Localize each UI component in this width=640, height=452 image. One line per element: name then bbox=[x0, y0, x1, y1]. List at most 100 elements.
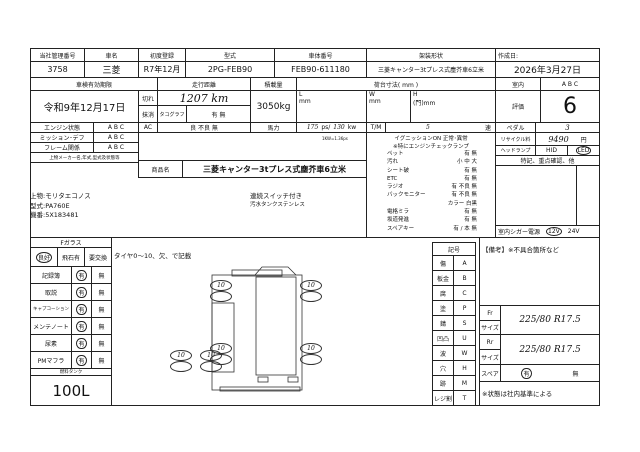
equipment-value: 有 不良 無 bbox=[451, 192, 478, 199]
doc-yes: 有 bbox=[71, 300, 92, 318]
kire-label: 切れ bbox=[138, 90, 158, 106]
fr-tire-size: 225/80 R17.5 bbox=[500, 305, 600, 335]
equipment-item: 電格ミラ有 無 bbox=[371, 208, 491, 216]
symbol-name: 穴 bbox=[432, 360, 454, 376]
fr-label: Fr bbox=[479, 305, 501, 321]
maker-label: 車名 bbox=[84, 48, 139, 62]
ac-label: AC bbox=[138, 122, 158, 133]
equipment-value: 有 不良 無 bbox=[451, 184, 478, 191]
mgmt-no: 3758 bbox=[30, 61, 85, 78]
tacho-label: タコグラフ bbox=[157, 105, 187, 123]
equipment-value: カラー 白黒 bbox=[447, 200, 477, 207]
product-name: 三菱キャンター3tプレス式塵芥車6立米 bbox=[182, 160, 367, 178]
symbol-name: 凹凸 bbox=[432, 330, 454, 346]
created-label: 作成日: bbox=[495, 48, 600, 62]
rr-label: Rr bbox=[479, 334, 501, 350]
doc-yes: 有 bbox=[71, 283, 92, 301]
symbol-code: S bbox=[453, 315, 476, 331]
kw-unit: kw bbox=[347, 124, 357, 131]
equipment-value: 有 無 bbox=[464, 217, 477, 224]
symbol-name: 傷 bbox=[432, 255, 454, 271]
bed-size-label: 荷台寸法( mm ) bbox=[296, 77, 496, 91]
tire-tread: 10 bbox=[170, 350, 192, 361]
upper-note-1: 連続スイッチ付き bbox=[250, 192, 302, 200]
tire-icon bbox=[170, 361, 192, 372]
symbol-code: B bbox=[453, 270, 476, 286]
doc-no: 無 bbox=[91, 317, 112, 335]
doc-no: 無 bbox=[91, 266, 112, 284]
equipment-name: スペアキー bbox=[387, 225, 415, 232]
equipment-value: 有 無 bbox=[464, 167, 477, 174]
model: 2PG-FEB90 bbox=[185, 61, 275, 78]
bed-height: H(門)mm bbox=[410, 90, 496, 123]
symbol-name: 板金 bbox=[432, 270, 454, 286]
glass-good-selected: 良好 bbox=[35, 251, 52, 263]
equipment-item: ペット有 無 bbox=[371, 150, 491, 158]
remarks-label: 【備考】※不具合箇所など bbox=[482, 246, 559, 254]
equipment-item: バックモニター有 不良 無 bbox=[371, 191, 491, 199]
hp-value: 175 bbox=[306, 124, 319, 131]
doc-label: キャプコーション bbox=[30, 300, 72, 318]
recycle-value: 9490 bbox=[548, 134, 569, 144]
symbol-name: 錆 bbox=[432, 315, 454, 331]
kw-note: 1KW=1.36ps bbox=[322, 136, 348, 141]
ps-unit: ps/ bbox=[321, 124, 331, 131]
inspection-label: 車検有効期限 bbox=[30, 77, 158, 91]
equipment-list: イグニッションON 正常･異常 ※特にエンジンチェックランプ ペット有 無汚れ小… bbox=[366, 132, 496, 238]
doc-label: メンテノート bbox=[30, 317, 72, 335]
divider bbox=[30, 132, 31, 238]
score: 6 bbox=[540, 90, 600, 123]
first-reg: R7年12月 bbox=[138, 61, 186, 78]
spare-no: 無 bbox=[572, 370, 579, 378]
equipment-item: スペアキー有 / 本 無 bbox=[371, 225, 491, 233]
equipment-name: 汚れ bbox=[387, 159, 399, 166]
symbol-name: レジ割 bbox=[432, 390, 454, 406]
equipment-item: 汚れ小 中 大 bbox=[371, 158, 491, 166]
doc-no: 無 bbox=[91, 283, 112, 301]
spare-label: スペア bbox=[479, 364, 501, 382]
ignition-check: イグニッションON 正常･異常 bbox=[394, 136, 468, 142]
model-label: 型式 bbox=[185, 48, 275, 62]
doc-yes-selected: 有 bbox=[76, 320, 87, 332]
rr-tire-size: 225/80 R17.5 bbox=[500, 334, 600, 365]
tire-icon bbox=[300, 354, 322, 365]
doc-yes-selected: 有 bbox=[76, 269, 87, 281]
symbol-name: 波 bbox=[432, 345, 454, 361]
speed-unit: 速 bbox=[484, 125, 491, 132]
tire-icon bbox=[210, 291, 232, 302]
inspection-date: 令和9年12月17日 bbox=[30, 90, 139, 123]
notes-area bbox=[495, 165, 600, 226]
symbols-label: 記号 bbox=[432, 242, 476, 256]
mm-label: mm bbox=[299, 98, 311, 105]
tm-value: 5 bbox=[426, 124, 430, 131]
equipment-name: シート破 bbox=[387, 167, 410, 174]
doc-yes: 有 bbox=[71, 351, 92, 369]
w-label: W bbox=[369, 91, 375, 98]
tire-tread: 10 bbox=[300, 280, 322, 291]
equipment-value: 有 無 bbox=[464, 175, 477, 182]
doc-yes-selected: 有 bbox=[76, 303, 87, 315]
symbol-code: A bbox=[453, 255, 476, 271]
equipment-name: ラジオ bbox=[387, 184, 404, 191]
tire-tread: 10 bbox=[210, 343, 232, 354]
doc-label: PMマフラ bbox=[30, 351, 72, 369]
glass-good: 良好 bbox=[30, 247, 58, 267]
kw-value: 130 bbox=[333, 124, 345, 131]
spare-value: 有無 bbox=[500, 364, 600, 382]
footer-note: ※状態は社内基準による bbox=[482, 390, 553, 398]
symbol-code: T bbox=[453, 390, 476, 406]
fuel-tank: 100L bbox=[30, 375, 112, 406]
spare-yes: 有 bbox=[521, 367, 532, 379]
equipment-name: ペット bbox=[387, 151, 404, 157]
mileage-label: 走行距離 bbox=[157, 77, 251, 91]
massho-label: 抹消 bbox=[138, 105, 158, 123]
tire-tread: 10 bbox=[300, 343, 322, 354]
symbol-name: 跡 bbox=[432, 375, 454, 391]
upper-maker: 上物:モリタエコノス bbox=[30, 192, 91, 200]
symbol-code: U bbox=[453, 330, 476, 346]
size-label: サイズ bbox=[479, 349, 501, 365]
upper-note-2: 汚水タンクステンレス bbox=[250, 202, 305, 208]
